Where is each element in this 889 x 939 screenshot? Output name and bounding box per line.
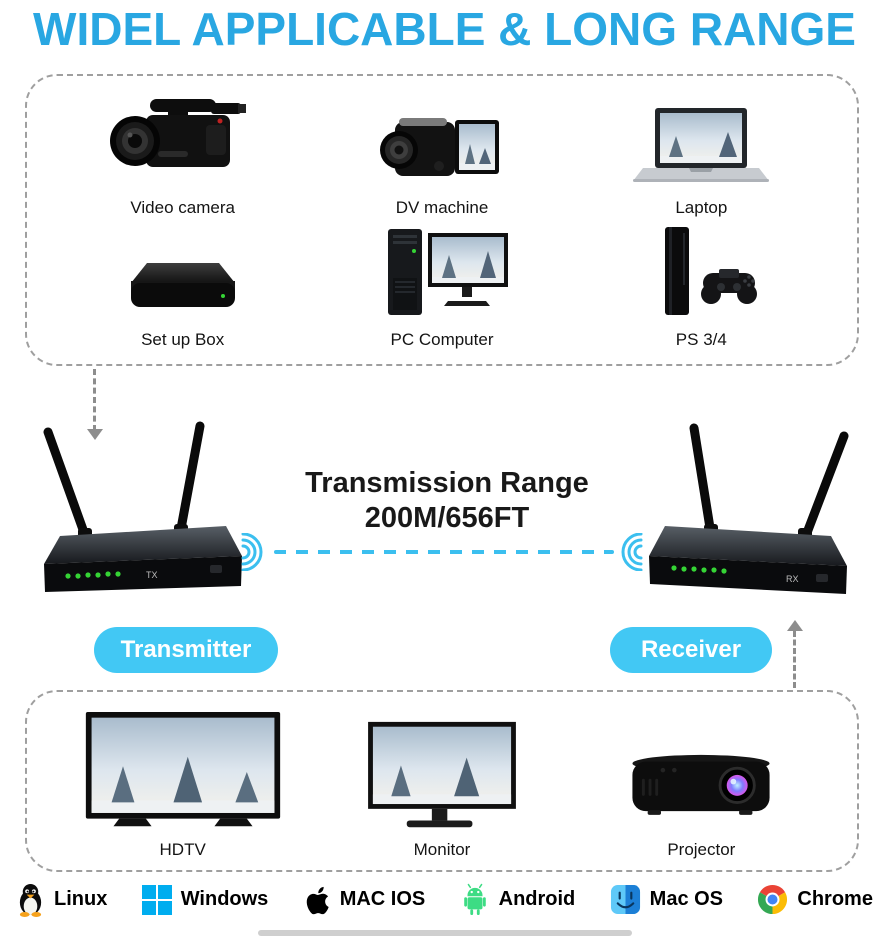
ps-console-icon xyxy=(665,227,758,315)
transmission-range-text: Transmission Range 200M/656FT xyxy=(252,466,642,537)
range-value: 200M/656FT xyxy=(364,502,530,535)
chrome-icon xyxy=(758,884,788,915)
display-devices-box: HDTV Monitor xyxy=(25,690,859,872)
wifi-signal-right-icon xyxy=(621,533,643,571)
device-label: Monitor xyxy=(413,840,471,859)
device-monitor: Monitor xyxy=(312,704,571,860)
flow-arrow-up-line xyxy=(793,631,796,688)
platform-mac-ios: MAC IOS xyxy=(303,883,426,917)
transmitter-badge: Transmitter xyxy=(94,627,278,673)
device-projector: Projector xyxy=(572,704,831,860)
video-camera-icon xyxy=(109,99,246,167)
wireless-link-dashes xyxy=(274,550,614,554)
device-laptop: Laptop xyxy=(572,86,831,218)
platform-label: Android xyxy=(498,888,576,910)
device-label: Laptop xyxy=(675,198,728,217)
device-dv-machine: DV machine xyxy=(312,86,571,218)
setup-box-icon xyxy=(130,263,235,307)
apple-icon xyxy=(306,886,329,914)
flow-arrow-down-line xyxy=(93,369,96,431)
device-hdtv: HDTV xyxy=(53,704,312,860)
page-indicator-bar xyxy=(258,930,632,936)
laptop-icon xyxy=(633,108,770,182)
receiver-icon: RX xyxy=(649,423,849,594)
pc-computer-icon xyxy=(387,229,508,315)
device-ps-console: PS 3/4 xyxy=(572,218,831,350)
platform-windows: Windows xyxy=(141,884,269,915)
receiver-device: RX xyxy=(648,416,863,601)
linux-icon xyxy=(19,884,42,917)
platform-linux: Linux xyxy=(16,882,107,917)
device-label: Set up Box xyxy=(141,330,225,349)
platform-android: Android xyxy=(460,883,576,917)
projector-icon xyxy=(632,754,770,815)
receiver-badge: Receiver xyxy=(610,627,772,673)
transmitter-icon: TX xyxy=(43,421,242,592)
dv-machine-icon xyxy=(380,118,500,176)
device-label: Projector xyxy=(667,840,736,859)
platform-label: MAC IOS xyxy=(339,888,426,910)
platform-label: Windows xyxy=(180,888,269,910)
platform-chrome: Chrome xyxy=(757,884,873,915)
device-pc-computer: PC Computer xyxy=(312,218,571,350)
hdtv-icon xyxy=(85,711,280,827)
monitor-icon xyxy=(368,721,516,828)
android-icon xyxy=(463,883,486,915)
flow-arrow-up-head xyxy=(787,620,803,631)
device-label: PC Computer xyxy=(390,330,494,349)
flow-arrow-down-head xyxy=(87,429,103,440)
wifi-signal-left-icon xyxy=(241,533,263,571)
platform-label: Linux xyxy=(54,888,108,910)
rx-marking: RX xyxy=(786,574,799,584)
platform-label: Chrome xyxy=(797,888,873,910)
supported-platforms-row: Linux Windows MAC IOS xyxy=(0,882,889,917)
device-label: Video camera xyxy=(130,198,235,217)
device-label: DV machine xyxy=(395,198,489,217)
platform-mac-os: Mac OS xyxy=(610,884,723,915)
windows-icon xyxy=(141,884,172,915)
range-title: Transmission Range xyxy=(305,467,589,499)
transmitter-device: TX xyxy=(28,416,243,601)
device-label: HDTV xyxy=(159,840,206,859)
device-setup-box: Set up Box xyxy=(53,218,312,350)
tx-marking: TX xyxy=(146,570,158,580)
macos-icon xyxy=(610,884,640,915)
page-title: WIDEL APPLICABLE & LONG RANGE xyxy=(33,3,856,55)
platform-label: Mac OS xyxy=(649,888,724,910)
device-video-camera: Video camera xyxy=(53,86,312,218)
device-label: PS 3/4 xyxy=(675,330,727,349)
source-devices-box: Video camera xyxy=(25,74,859,366)
